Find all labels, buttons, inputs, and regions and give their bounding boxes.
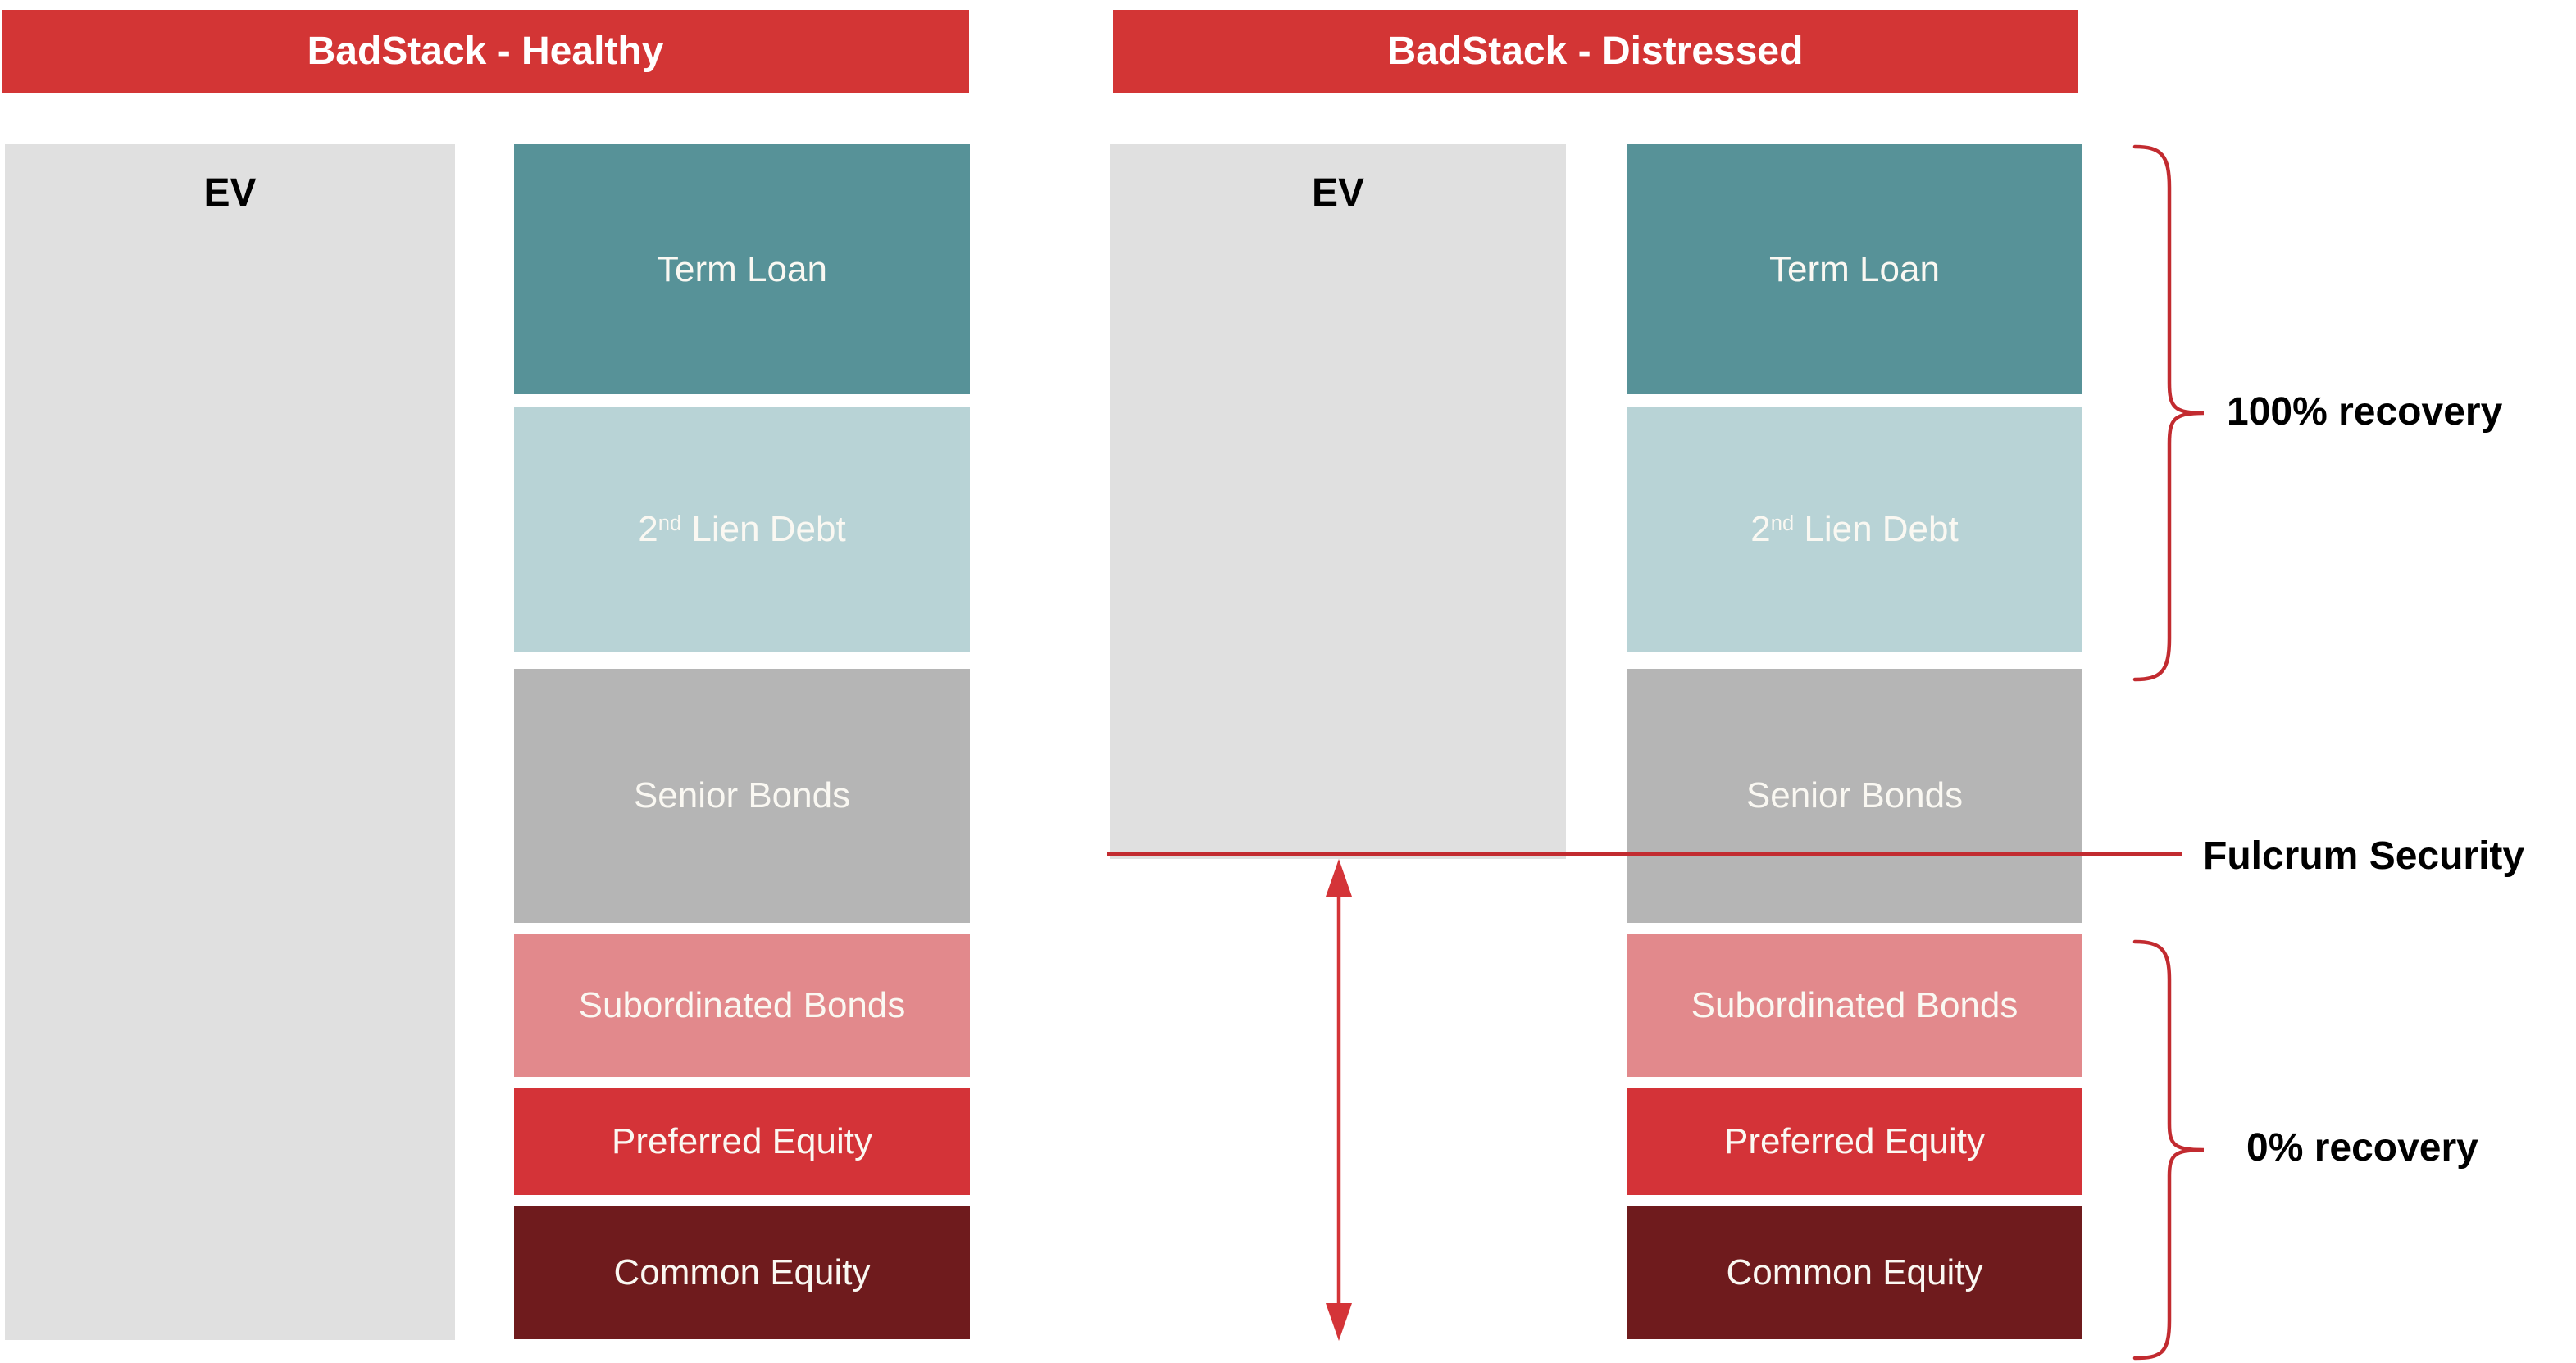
tranche-label: 2nd Lien Debt	[638, 509, 846, 549]
tranche-label: Common Equity	[613, 1252, 871, 1293]
healthy-header-title: BadStack - Healthy	[307, 30, 664, 73]
distressed-header-title: BadStack - Distressed	[1387, 30, 1804, 73]
distressed-tranche-common-equity: Common Equity	[1627, 1206, 2082, 1339]
tranche-label: Common Equity	[1726, 1252, 1983, 1293]
full-recovery-label: 100% recovery	[2227, 390, 2503, 434]
distressed-tranche-senior-bonds: Senior Bonds	[1627, 669, 2082, 923]
tranche-label: 2nd Lien Debt	[1750, 509, 1959, 549]
tranche-label: Preferred Equity	[1724, 1121, 1985, 1161]
full-recovery-brace-icon	[2132, 144, 2205, 682]
fulcrum-line	[1107, 852, 2182, 856]
distressed-ev-column: EV	[1110, 144, 1566, 859]
distressed-ev-label: EV	[1311, 171, 1365, 215]
distressed-tranche-second-lien: 2nd Lien Debt	[1627, 407, 2082, 652]
distressed-header: BadStack - Distressed	[1113, 10, 2078, 93]
tranche-label: Term Loan	[657, 248, 827, 289]
healthy-ev-column: EV	[5, 144, 455, 1340]
healthy-ev-label: EV	[203, 171, 257, 215]
zero-recovery-brace-icon	[2132, 939, 2205, 1361]
healthy-tranche-term-loan: Term Loan	[514, 144, 970, 394]
distressed-tranche-preferred-equity: Preferred Equity	[1627, 1088, 2082, 1195]
healthy-tranche-preferred-equity: Preferred Equity	[514, 1088, 970, 1195]
tranche-label: Preferred Equity	[612, 1121, 872, 1161]
tranche-label: Senior Bonds	[1745, 775, 1964, 816]
fulcrum-security-label: Fulcrum Security	[2203, 834, 2525, 878]
healthy-header: BadStack - Healthy	[2, 10, 969, 93]
zero-recovery-label: 0% recovery	[2246, 1126, 2478, 1170]
tranche-label: Subordinated Bonds	[1691, 985, 2018, 1025]
healthy-tranche-subordinated-bonds: Subordinated Bonds	[514, 934, 970, 1077]
distressed-tranche-subordinated-bonds: Subordinated Bonds	[1627, 934, 2082, 1077]
healthy-tranche-senior-bonds: Senior Bonds	[514, 669, 970, 923]
tranche-label: Senior Bonds	[633, 775, 851, 816]
healthy-tranche-second-lien: 2nd Lien Debt	[514, 407, 970, 652]
healthy-tranche-common-equity: Common Equity	[514, 1206, 970, 1339]
tranche-label: Subordinated Bonds	[578, 985, 906, 1025]
tranche-label: Term Loan	[1769, 248, 1940, 289]
distressed-tranche-term-loan: Term Loan	[1627, 144, 2082, 394]
value-gap-arrow-icon	[1326, 859, 1352, 1341]
